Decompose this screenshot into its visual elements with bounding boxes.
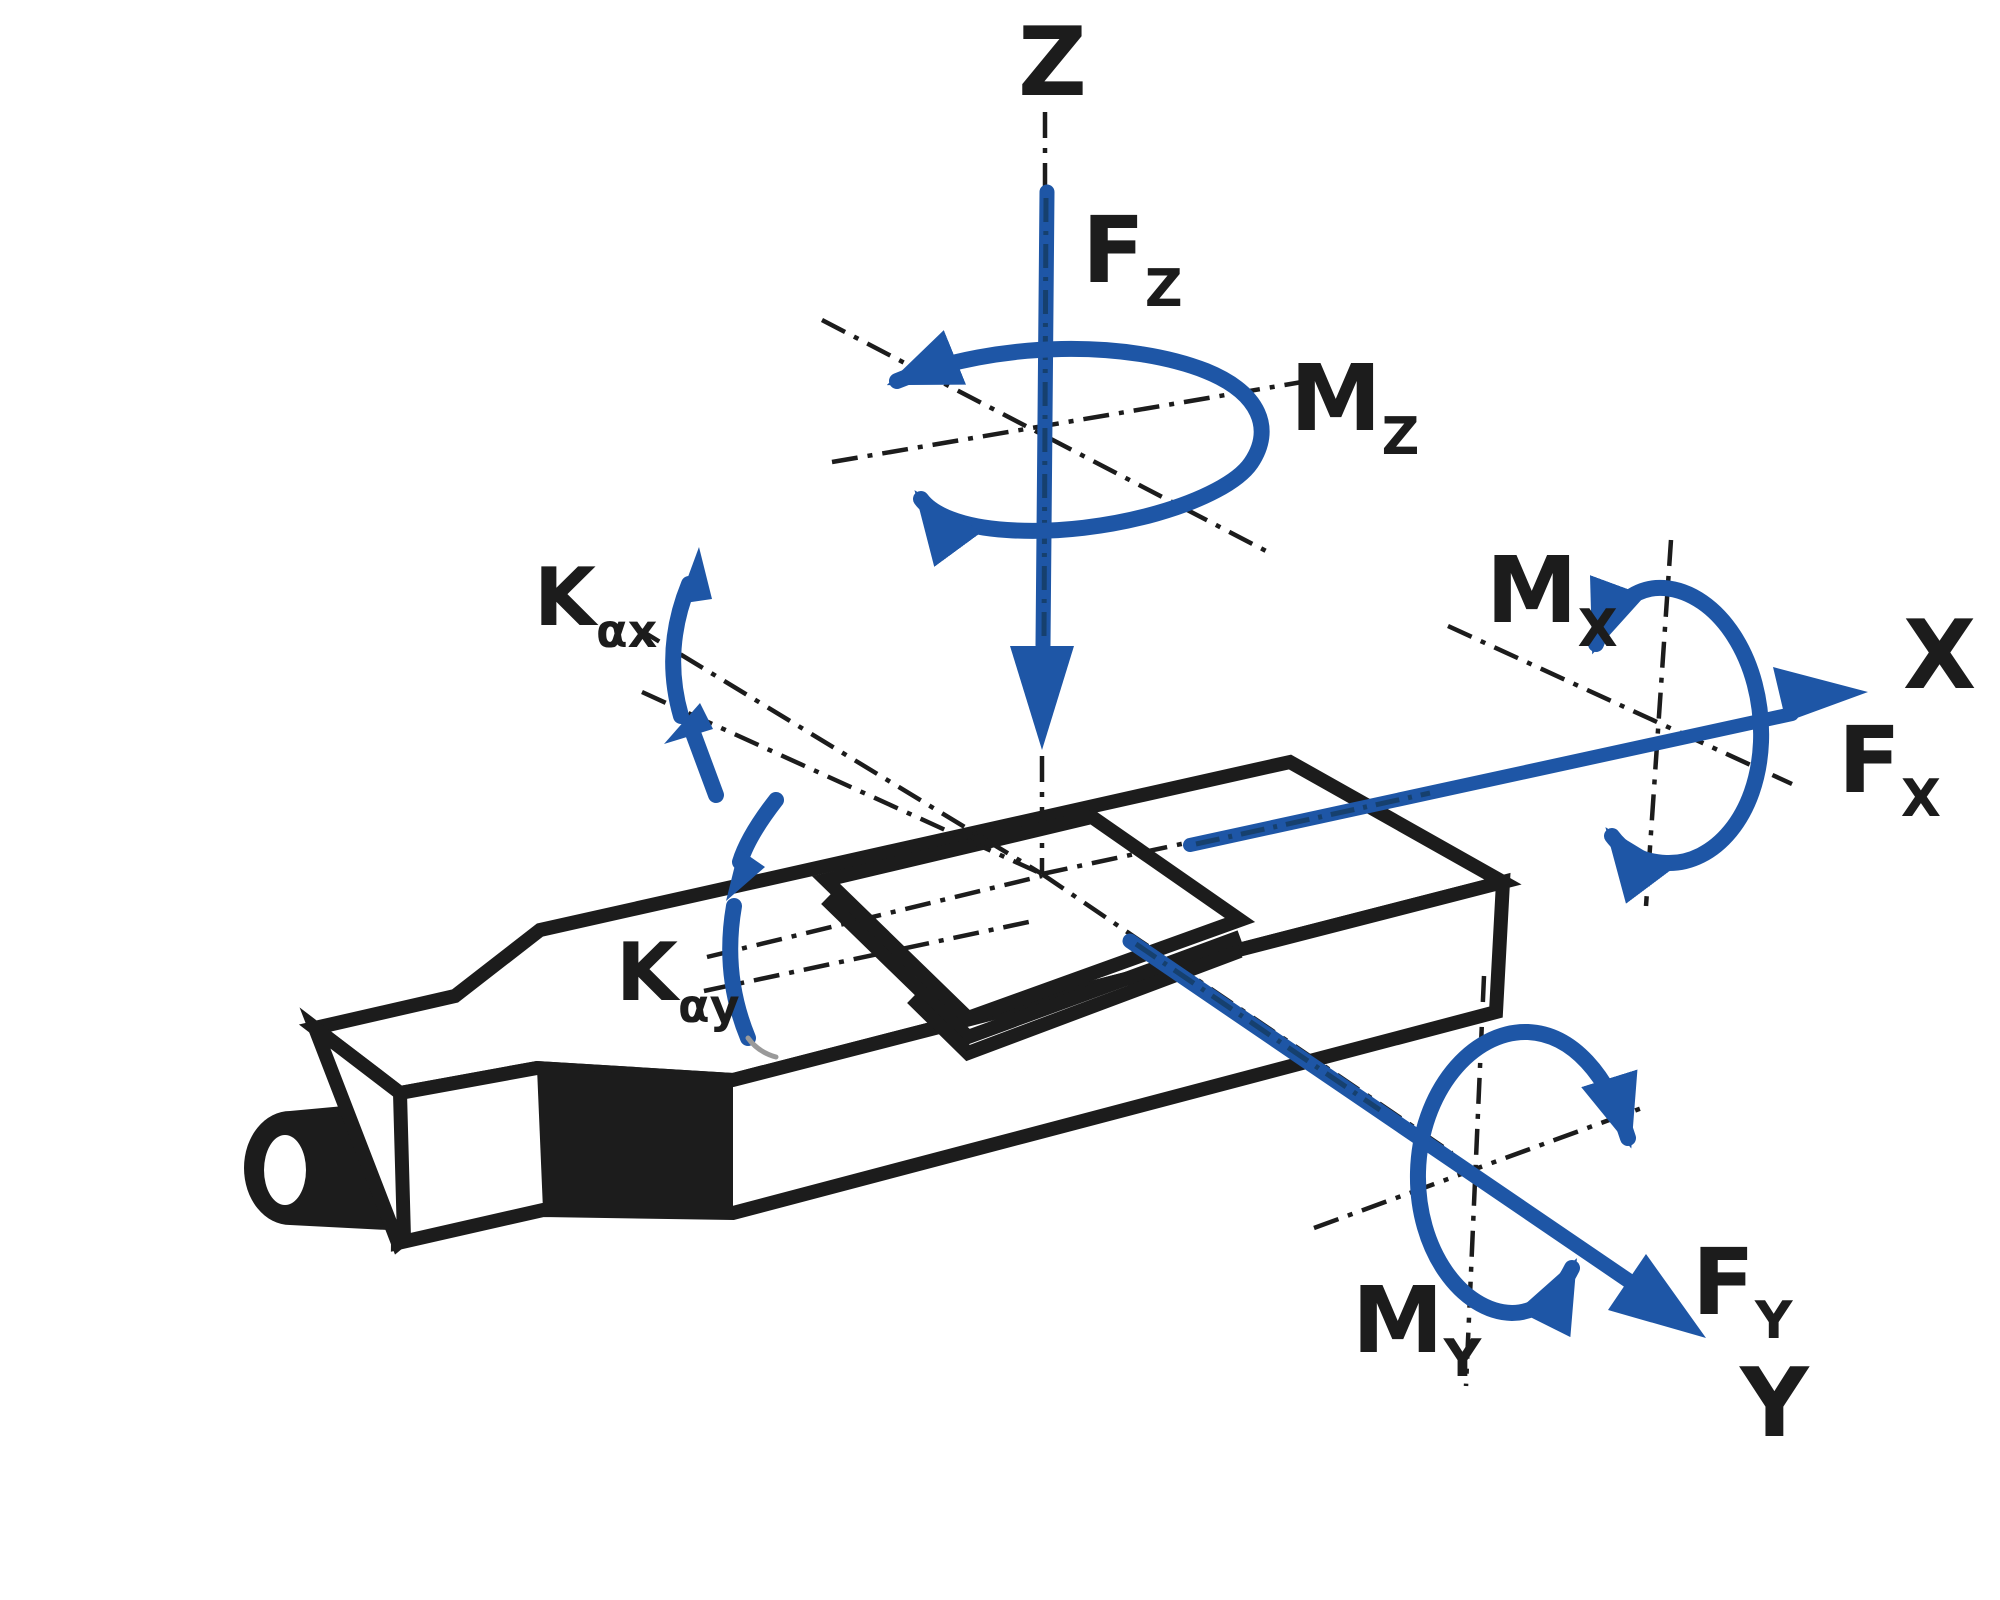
stiffness-alpha-x-arrow xyxy=(664,547,724,803)
plate-thickness-line xyxy=(821,893,1243,1046)
kay-arrowhead-icon xyxy=(726,849,765,901)
stiffness-ay-base: K xyxy=(616,926,681,1019)
force-z-arrow xyxy=(1010,184,1074,750)
force-x-arrow xyxy=(1183,667,1868,852)
kay-arc-lower xyxy=(722,898,756,1046)
my-cross-line-x xyxy=(1313,1105,1643,1231)
fy-centerline-overlay xyxy=(1134,941,1382,1113)
kax-arc xyxy=(665,576,697,724)
force-z-base: F xyxy=(1082,197,1145,304)
kay-tilt-line1 xyxy=(706,873,1043,960)
force-y-sub: Y xyxy=(1754,1291,1794,1351)
force-x-base: F xyxy=(1838,707,1901,814)
moment-x-base: M xyxy=(1486,537,1578,644)
fx-centerline-overlay xyxy=(1195,790,1431,847)
kax-down-arrowhead-icon xyxy=(664,703,713,744)
stiffness-ax-label: Kαx xyxy=(534,551,657,658)
front-panel xyxy=(537,1068,733,1213)
stiffness-alpha-y-arrow xyxy=(722,792,784,1060)
kay-arc-upper xyxy=(732,792,784,870)
moment-x-sub: X xyxy=(1578,599,1618,659)
mx-arc xyxy=(1588,575,1770,904)
fx-arrowhead-icon xyxy=(1773,667,1868,722)
sensor-body xyxy=(244,754,1522,1255)
body-left-face xyxy=(299,1007,412,1255)
moment-x-rotation-arrow xyxy=(1588,575,1770,904)
plate-top-face xyxy=(811,809,1256,1027)
moment-y-sub: Y xyxy=(1443,1329,1483,1389)
force-x-label: FX xyxy=(1838,707,1941,829)
fz-arrowhead-icon xyxy=(1010,646,1074,750)
stiffness-ax-base: K xyxy=(534,551,599,644)
plate-thickness-line2 xyxy=(907,944,1243,1062)
labels: Z FZ MZ Kαx MX X FX Kαy MY FY Y xyxy=(534,8,1976,1459)
my-arc xyxy=(1409,1023,1638,1338)
stiffness-ax-sub: αx xyxy=(596,604,657,658)
cylinder-bore xyxy=(264,1135,306,1205)
fz-centerline-overlay xyxy=(1041,197,1049,639)
force-z-label: FZ xyxy=(1082,197,1183,319)
force-y-label: FY xyxy=(1692,1229,1794,1351)
moment-y-label: MY xyxy=(1352,1267,1483,1389)
mz-cross-line-x xyxy=(831,379,1303,465)
moment-z-label: MZ xyxy=(1290,345,1419,467)
force-y-base: F xyxy=(1692,1229,1755,1336)
moment-y-rotation-arrow xyxy=(1409,1023,1638,1338)
force-z-sub: Z xyxy=(1145,259,1183,319)
moment-y-base: M xyxy=(1352,1267,1444,1374)
kax-tail xyxy=(685,725,724,803)
axis-x-label: X xyxy=(1903,601,1976,711)
moment-z-sub: Z xyxy=(1382,407,1420,467)
axis-y-label: Y xyxy=(1739,1349,1810,1459)
mz-arc xyxy=(886,330,1270,567)
kax-tilt-line1 xyxy=(635,626,1044,876)
kay-fade-tail xyxy=(745,1035,779,1060)
moment-z-base: M xyxy=(1290,345,1382,452)
axis-z-label: Z xyxy=(1018,8,1087,118)
kay-tilt-line2 xyxy=(703,917,1039,994)
stiffness-ay-sub: αy xyxy=(678,979,740,1033)
stiffness-ay-label: Kαy xyxy=(616,926,740,1033)
force-x-sub: X xyxy=(1901,769,1941,829)
top-plate xyxy=(811,809,1256,1062)
moment-x-label: MX xyxy=(1486,537,1618,659)
mz-cross-line-y xyxy=(820,318,1270,554)
moment-z-rotation-arrow xyxy=(886,330,1270,567)
